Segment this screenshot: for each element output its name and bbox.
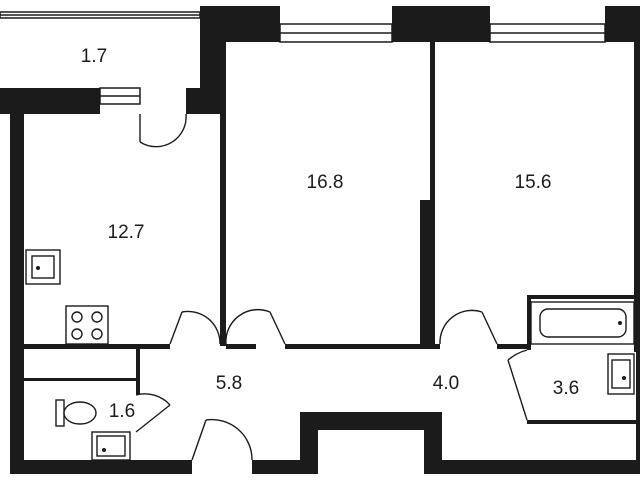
washbasin-icon xyxy=(607,353,635,395)
room-area-hallway: 5.8 xyxy=(216,373,242,394)
walls xyxy=(0,6,640,474)
room-area-bedroom-2: 15.6 xyxy=(515,172,552,193)
room-area-bedroom-1: 16.8 xyxy=(307,172,344,193)
room-area-bathroom-small: 1.6 xyxy=(109,401,135,422)
room-area-corridor: 4.0 xyxy=(433,373,459,394)
room-area-bathroom: 3.6 xyxy=(553,378,579,399)
room-area-balcony: 1.7 xyxy=(81,46,107,67)
doors xyxy=(135,113,528,461)
bathtub-icon xyxy=(530,301,635,345)
windows xyxy=(0,11,606,105)
sink-icon xyxy=(25,249,61,285)
toilet-icon xyxy=(55,399,97,427)
room-area-kitchen: 12.7 xyxy=(108,222,145,243)
stove-icon xyxy=(65,305,109,345)
washbasin-icon xyxy=(91,431,131,461)
